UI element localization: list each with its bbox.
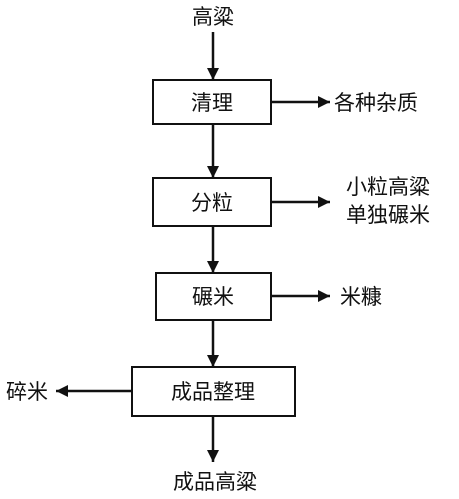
- step-label-milling: 碾米: [192, 285, 234, 309]
- flow-arrow-output: [207, 450, 219, 462]
- byproduct-label-broken-rice: 碎米: [6, 380, 48, 404]
- branch-arrow-small-grain: [318, 196, 330, 208]
- step-label-grading: 分粒: [191, 191, 233, 215]
- flow-arrow-input: [207, 68, 219, 80]
- byproduct-label-impurities: 各种杂质: [334, 91, 418, 115]
- step-label-cleaning: 清理: [191, 91, 233, 115]
- branch-arrow-broken-rice: [56, 385, 68, 397]
- flow-arrow-cleaning: [207, 166, 219, 178]
- step-box-finishing: [131, 366, 296, 417]
- byproduct-label-small-grain: 小粒高粱: [346, 175, 430, 199]
- branch-arrow-impurities: [318, 96, 330, 108]
- step-box-milling: [155, 272, 272, 321]
- input-label: 高粱: [192, 5, 234, 29]
- branch-arrow-bran: [318, 290, 330, 302]
- flow-arrow-milling: [207, 355, 219, 367]
- flow-arrow-grading: [207, 261, 219, 273]
- output-label: 成品高粱: [173, 470, 257, 494]
- byproduct-label-separate-milling: 单独碾米: [346, 203, 430, 227]
- byproduct-label-bran: 米糠: [340, 285, 382, 309]
- step-label-finishing: 成品整理: [171, 380, 255, 404]
